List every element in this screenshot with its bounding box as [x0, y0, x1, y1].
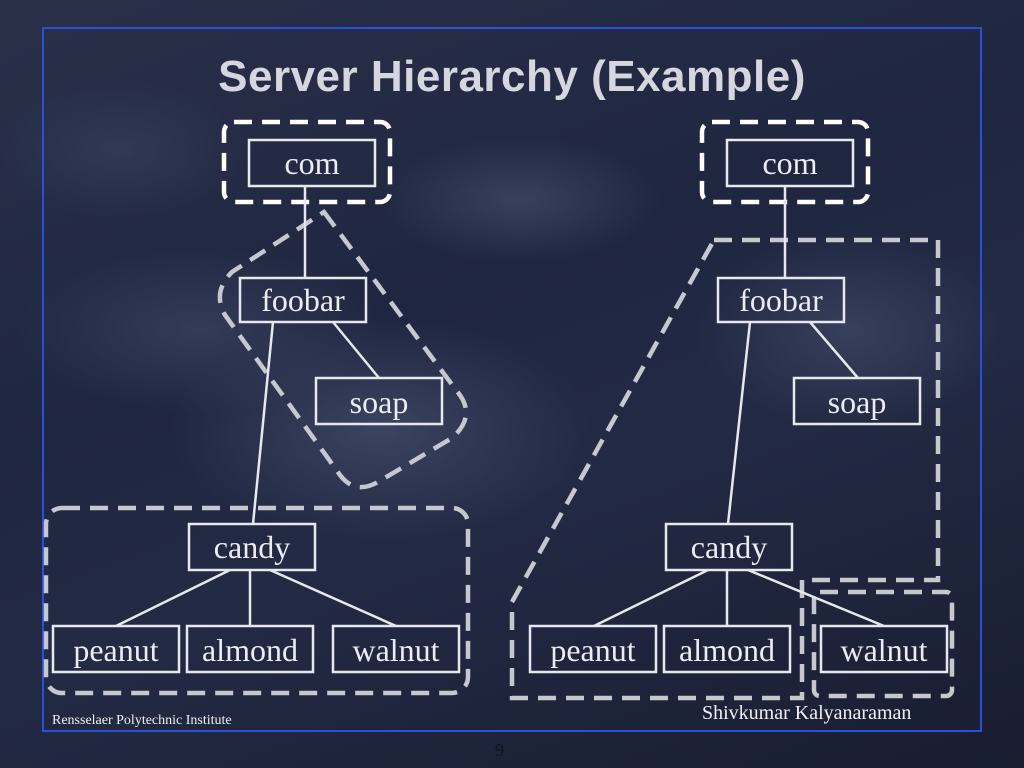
- left-edges: [115, 186, 397, 628]
- left-node-com: com: [247, 138, 377, 188]
- left-node-soap-label: soap: [350, 384, 409, 420]
- edge-left-foobar-candy: [251, 321, 275, 525]
- left-node-foobar: foobar: [238, 276, 368, 324]
- zone-left-com: [221, 119, 393, 205]
- edge-right-foobar-soap: [809, 321, 859, 379]
- right-edges: [593, 186, 885, 628]
- left-node-candy-label: candy: [214, 529, 290, 565]
- left-zones: [43, 119, 471, 696]
- left-node-almond: almond: [185, 624, 315, 674]
- edge-left-foobar-soap: [332, 321, 380, 379]
- right-node-peanut-box: [528, 624, 658, 674]
- left-node-com-label: com: [284, 145, 339, 181]
- left-node-candy-box: [187, 522, 317, 572]
- right-node-walnut-label: walnut: [840, 632, 927, 668]
- edge-left-candy-peanut: [115, 568, 231, 628]
- right-node-soap-label: soap: [828, 384, 887, 420]
- edge-right-candy-peanut: [593, 568, 709, 628]
- left-node-peanut: peanut: [51, 624, 181, 674]
- right-node-peanut-label: peanut: [550, 632, 635, 668]
- left-node-candy: candy: [187, 522, 317, 572]
- slide-title: Server Hierarchy (Example): [218, 52, 806, 101]
- edge-right-candy-walnut: [747, 568, 885, 628]
- left-node-foobar-label: foobar: [261, 282, 345, 318]
- left-node-almond-label: almond: [202, 632, 298, 668]
- zone-right-main-group: [509, 237, 941, 701]
- right-node-soap-box: [792, 376, 922, 426]
- edge-right-foobar-candy: [726, 321, 752, 525]
- right-node-foobar-box: [716, 276, 846, 324]
- right-node-candy: candy: [664, 522, 794, 572]
- left-node-walnut-label: walnut: [352, 632, 439, 668]
- right-node-almond: almond: [662, 624, 792, 674]
- left-node-walnut-box: [331, 624, 461, 674]
- right-node-walnut-box: [819, 624, 949, 674]
- left-node-peanut-box: [51, 624, 181, 674]
- left-node-peanut-label: peanut: [73, 632, 158, 668]
- slide-frame: [42, 27, 982, 732]
- left-node-com-box: [247, 138, 377, 188]
- zone-left-candy-group: [43, 505, 471, 696]
- zone-right-walnut: [811, 589, 955, 699]
- left-node-almond-box: [185, 624, 315, 674]
- left-tree: com foobar soap candy peanut almond waln…: [43, 119, 471, 696]
- right-node-almond-box: [662, 624, 792, 674]
- left-node-walnut: walnut: [331, 624, 461, 674]
- zone-left-foobar-soap: [217, 208, 469, 490]
- right-node-candy-label: candy: [691, 529, 767, 565]
- right-node-foobar: foobar: [716, 276, 846, 324]
- left-node-soap-box: [314, 376, 444, 426]
- right-tree: com foobar soap candy peanut almond waln…: [509, 119, 955, 701]
- left-node-foobar-box: [238, 276, 368, 324]
- right-node-almond-label: almond: [679, 632, 775, 668]
- slide-number: 9: [495, 740, 504, 760]
- right-node-com: com: [725, 138, 855, 188]
- footer-author: Shivkumar Kalyanaraman: [702, 702, 912, 724]
- left-node-soap: soap: [314, 376, 444, 426]
- right-node-soap: soap: [792, 376, 922, 426]
- right-node-foobar-label: foobar: [739, 282, 823, 318]
- footer-institution: Rensselaer Polytechnic Institute: [52, 713, 232, 728]
- edge-left-candy-walnut: [269, 568, 397, 628]
- right-node-walnut: walnut: [819, 624, 949, 674]
- right-node-com-box: [725, 138, 855, 188]
- right-node-peanut: peanut: [528, 624, 658, 674]
- right-node-candy-box: [664, 522, 794, 572]
- right-node-com-label: com: [762, 145, 817, 181]
